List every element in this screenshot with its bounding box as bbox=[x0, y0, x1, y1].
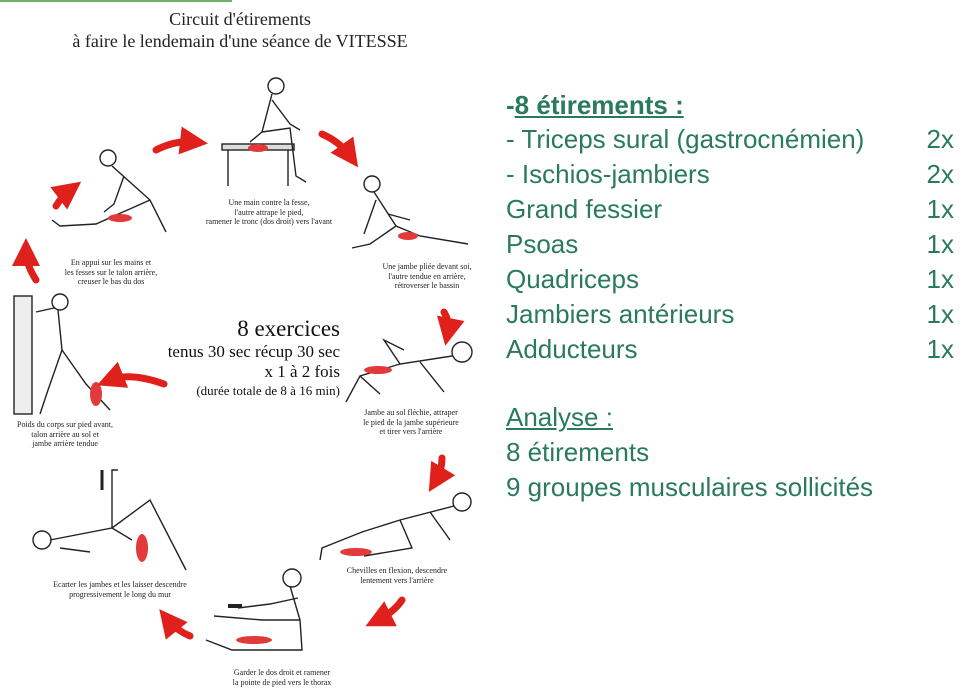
muscle-name: Quadriceps bbox=[506, 264, 639, 294]
exercise-4-figure bbox=[319, 492, 472, 561]
summary-panel: -8 étirements : - Triceps sural (gastroc… bbox=[506, 88, 966, 505]
arrow-3 bbox=[437, 308, 465, 346]
arrow-5 bbox=[365, 596, 406, 627]
muscle-count: 1x bbox=[926, 299, 954, 329]
muscle-name: Psoas bbox=[506, 229, 579, 259]
muscle-count: 1x bbox=[926, 264, 954, 294]
exercise-3-figure bbox=[345, 338, 473, 403]
arrow-1 bbox=[152, 126, 208, 155]
muscle-count: 1x bbox=[926, 194, 954, 224]
list-item: Jambiers antérieurs 1x bbox=[506, 297, 966, 332]
caption-exercise-2: Une jambe pliée devant soi, l'autre tend… bbox=[382, 262, 472, 290]
exercise-6-figure bbox=[32, 469, 187, 571]
circuit-summary: 8 exercices tenus 30 sec récup 30 sec x … bbox=[150, 316, 340, 399]
caption-exercise-3: Jambe au sol fléchie, attraper le pied d… bbox=[363, 408, 459, 436]
analyse-line: 9 groupes musculaires sollicités bbox=[506, 472, 874, 502]
exercise-count: 8 exercices bbox=[237, 316, 340, 341]
caption-exercise-4: Chevilles en flexion, descendre lentemen… bbox=[346, 566, 448, 585]
muscle-count: 1x bbox=[926, 229, 954, 259]
muscle-name: - Ischios-jambiers bbox=[506, 159, 710, 189]
analyse-line: 8 étirements bbox=[506, 437, 650, 467]
caption-exercise-6: Ecarter les jambes et les laisser descen… bbox=[53, 580, 187, 599]
exercise-5-figure bbox=[205, 568, 303, 651]
exercise-2-figure bbox=[351, 175, 469, 249]
caption-exercise-7: Poids du corps sur pied avant, talon arr… bbox=[17, 420, 113, 448]
arrow-4 bbox=[428, 454, 456, 493]
hold-rest: tenus 30 sec récup 30 sec bbox=[167, 342, 340, 361]
arrow-8 bbox=[50, 181, 82, 210]
muscle-name: Jambiers antérieurs bbox=[506, 299, 735, 329]
list-item: Grand fessier 1x bbox=[506, 192, 966, 227]
arrow-6 bbox=[159, 609, 194, 640]
list-item: - Ischios-jambiers 2x bbox=[506, 157, 966, 192]
stretching-circuit-diagram: Circuit d'étirements à faire le lendemai… bbox=[0, 0, 480, 700]
muscle-name: Grand fessier bbox=[506, 194, 663, 224]
diagram-title-line2: à faire le lendemain d'une séance de VIT… bbox=[72, 31, 408, 51]
list-item: - Triceps sural (gastrocnémien) 2x bbox=[506, 122, 966, 157]
caption-exercise-1: Une main contre la fesse, l'autre attrap… bbox=[205, 198, 333, 226]
diagram-title: Circuit d'étirements à faire le lendemai… bbox=[40, 8, 440, 52]
arrow-7 bbox=[12, 238, 41, 284]
caption-exercise-5: Garder le dos droit et ramener la pointe… bbox=[232, 668, 332, 687]
muscle-count: 2x bbox=[926, 124, 954, 154]
caption-exercise-8: En appui sur les mains et les fesses sur… bbox=[64, 258, 158, 286]
summary-prefix: - bbox=[506, 90, 515, 120]
summary-heading: -8 étirements : bbox=[506, 88, 966, 122]
diagram-title-line1: Circuit d'étirements bbox=[169, 9, 311, 29]
list-item: Psoas 1x bbox=[506, 227, 966, 262]
exercise-1-figure bbox=[221, 77, 307, 186]
muscle-count: 1x bbox=[926, 334, 954, 364]
arrow-center bbox=[96, 361, 168, 388]
circuit-arrows bbox=[12, 126, 465, 640]
list-item: Adducteurs 1x bbox=[506, 332, 966, 367]
total-duration: (durée totale de 8 à 16 min) bbox=[196, 383, 340, 398]
muscle-count: 2x bbox=[926, 159, 954, 189]
analyse-title: Analyse : bbox=[506, 402, 613, 432]
top-accent-line bbox=[0, 0, 232, 2]
muscle-name: Adducteurs bbox=[506, 334, 638, 364]
arrow-2 bbox=[318, 130, 359, 168]
exercise-illustrations bbox=[12, 77, 473, 651]
exercise-7-figure bbox=[13, 293, 111, 415]
exercise-8-figure bbox=[51, 149, 167, 233]
summary-heading-text: 8 étirements : bbox=[514, 90, 684, 120]
list-item: Quadriceps 1x bbox=[506, 262, 966, 297]
repetitions: x 1 à 2 fois bbox=[264, 362, 340, 381]
muscle-name: - Triceps sural (gastrocnémien) bbox=[506, 124, 865, 154]
